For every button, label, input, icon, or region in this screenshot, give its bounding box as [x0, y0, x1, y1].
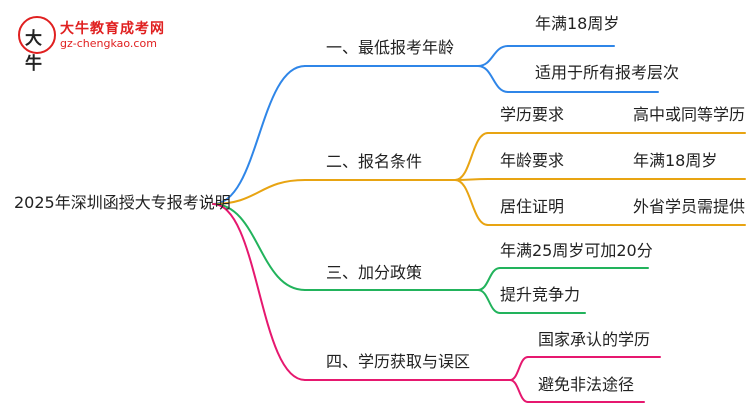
branch-label: 四、学历获取与误区	[326, 352, 471, 371]
leaf-label: 避免非法途径	[538, 375, 635, 394]
leaf-label: 学历要求	[500, 105, 565, 124]
logo-mark-text: 大牛	[25, 29, 42, 74]
leaf-value: 高中或同等学历	[633, 105, 746, 124]
branch-connector	[212, 203, 306, 291]
root-label: 2025年深圳函授大专报考说明	[14, 193, 231, 212]
leaf-connector	[477, 65, 509, 93]
leaf-label: 适用于所有报考层次	[535, 63, 680, 82]
logo-url: gz-chengkao.com	[60, 37, 157, 50]
leaf-connector	[477, 45, 509, 67]
leaf-connector	[477, 289, 501, 314]
logo-title: 大牛教育成考网	[60, 21, 165, 37]
logo-mark-icon: 大牛	[18, 16, 56, 74]
logo: 大牛 大牛教育成考网 gz-chengkao.com	[18, 16, 168, 74]
leaf-label: 国家承认的学历	[538, 330, 651, 349]
leaf-connector	[477, 267, 501, 291]
leaf-label: 年满25周岁可加20分	[500, 241, 653, 260]
branch-label: 三、加分政策	[326, 263, 423, 282]
leaf-connector	[454, 132, 489, 181]
branch-connector	[212, 65, 306, 205]
leaf-connector	[454, 178, 489, 181]
branch-connector	[212, 203, 306, 381]
leaf-value: 年满18周岁	[633, 151, 718, 170]
leaf-connector	[509, 356, 529, 381]
branch-label: 二、报名条件	[326, 152, 423, 171]
leaf-label: 年满18周岁	[535, 14, 620, 33]
leaf-label: 提升竞争力	[500, 285, 581, 304]
leaf-connector	[509, 379, 529, 403]
leaf-label: 居住证明	[500, 197, 565, 216]
leaf-connector	[454, 179, 489, 226]
branch-label: 一、最低报考年龄	[326, 38, 455, 57]
leaf-label: 年龄要求	[500, 151, 565, 170]
leaf-value: 外省学员需提供	[633, 197, 746, 216]
branch-connector	[212, 179, 306, 205]
